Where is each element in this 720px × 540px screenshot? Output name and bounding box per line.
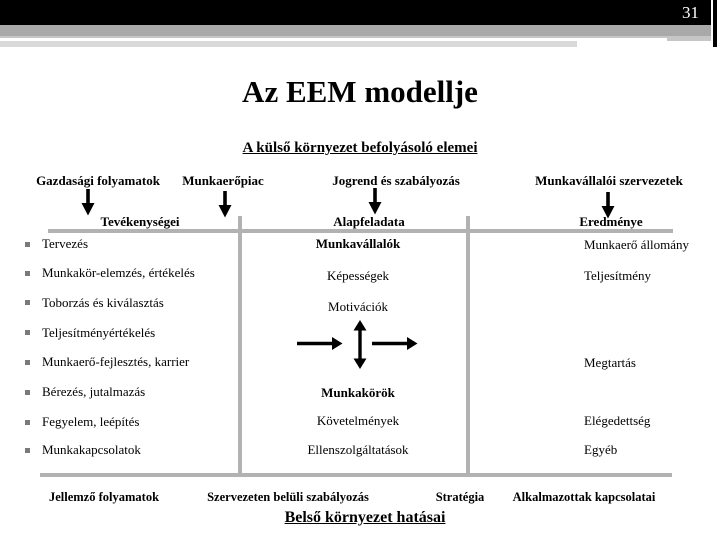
divider-right-column-line <box>466 216 470 477</box>
header-black-bar <box>0 0 711 25</box>
square-bullet-icon <box>25 300 30 305</box>
middle-item-motivations: Motivációk <box>328 299 388 314</box>
header-light-stripe <box>0 41 577 47</box>
divider-left-column-line <box>238 216 242 477</box>
right-item-workforce: Munkaerő állomány <box>584 237 690 252</box>
column-header-employee-organizations: Munkavállalói szervezetek <box>535 173 683 188</box>
square-bullet-icon <box>25 330 30 335</box>
column-header-labor-market: Munkaerőpiac <box>182 173 264 188</box>
footer-title: Belső környezet hatásai <box>284 509 446 526</box>
divider-top-line <box>48 229 673 233</box>
down-arrow-icon <box>601 192 615 219</box>
header-white-stripe <box>0 38 667 41</box>
square-bullet-icon <box>25 390 30 395</box>
middle-item-skills: Képességek <box>326 268 390 283</box>
list-item: Munkakör-elemzés, értékelés <box>42 265 195 280</box>
header-gray-stripe <box>0 25 711 36</box>
right-item-performance: Teljesítmény <box>584 268 651 283</box>
middle-item-requirements: Követelmények <box>316 413 400 428</box>
right-arrow-icon <box>297 337 343 350</box>
list-item: Munkaerő-fejlesztés, karrier <box>42 354 190 369</box>
square-bullet-icon <box>25 271 30 276</box>
square-bullet-icon <box>25 448 30 453</box>
slide-title: Az EEM modellje <box>242 74 478 109</box>
down-arrow-icon <box>368 188 382 215</box>
divider-bottom-line <box>40 473 672 477</box>
right-item-retention: Megtartás <box>584 355 636 370</box>
slide-subtitle: A külső környezet befolyásoló elemei <box>242 140 478 156</box>
header-right-accent <box>713 0 717 47</box>
footer-label-strategy: Stratégia <box>435 490 485 504</box>
middle-item-compensations: Ellenszolgáltatások <box>307 442 409 457</box>
column-header-legal-regulation: Jogrend és szabályozás <box>332 173 460 188</box>
right-item-other: Egyéb <box>584 442 618 457</box>
square-bullet-icon <box>25 420 30 425</box>
square-bullet-icon <box>25 242 30 247</box>
section-header-activities: Tevékenységei <box>100 214 180 229</box>
list-item: Teljesítményértékelés <box>42 325 156 340</box>
list-item: Tervezés <box>42 236 89 251</box>
list-item: Toborzás és kiválasztás <box>42 295 164 310</box>
down-arrow-icon <box>81 189 95 216</box>
right-item-satisfaction: Elégedettség <box>584 413 651 428</box>
right-arrow-icon <box>372 337 418 350</box>
square-bullet-icon <box>25 360 30 365</box>
section-header-result: Eredménye <box>579 214 643 229</box>
list-item: Fegyelem, leépítés <box>42 414 140 429</box>
footer-label-typical-processes: Jellemző folyamatok <box>48 490 160 504</box>
list-item: Munkakapcsolatok <box>42 442 141 457</box>
column-header-economic-processes: Gazdasági folyamatok <box>36 173 160 188</box>
section-header-core-task: Alapfeladata <box>333 214 405 229</box>
down-arrow-icon <box>218 191 232 218</box>
up-down-arrow-icon <box>353 320 367 369</box>
middle-item-employees: Munkavállalók <box>315 236 401 251</box>
list-item: Bérezés, jutalmazás <box>42 384 146 399</box>
middle-item-jobs: Munkakörök <box>321 385 395 400</box>
page-number: 31 <box>682 3 699 22</box>
footer-label-employee-relations: Alkalmazottak kapcsolatai <box>512 490 656 504</box>
footer-label-internal-regulation: Szervezeten belüli szabályozás <box>207 490 369 504</box>
